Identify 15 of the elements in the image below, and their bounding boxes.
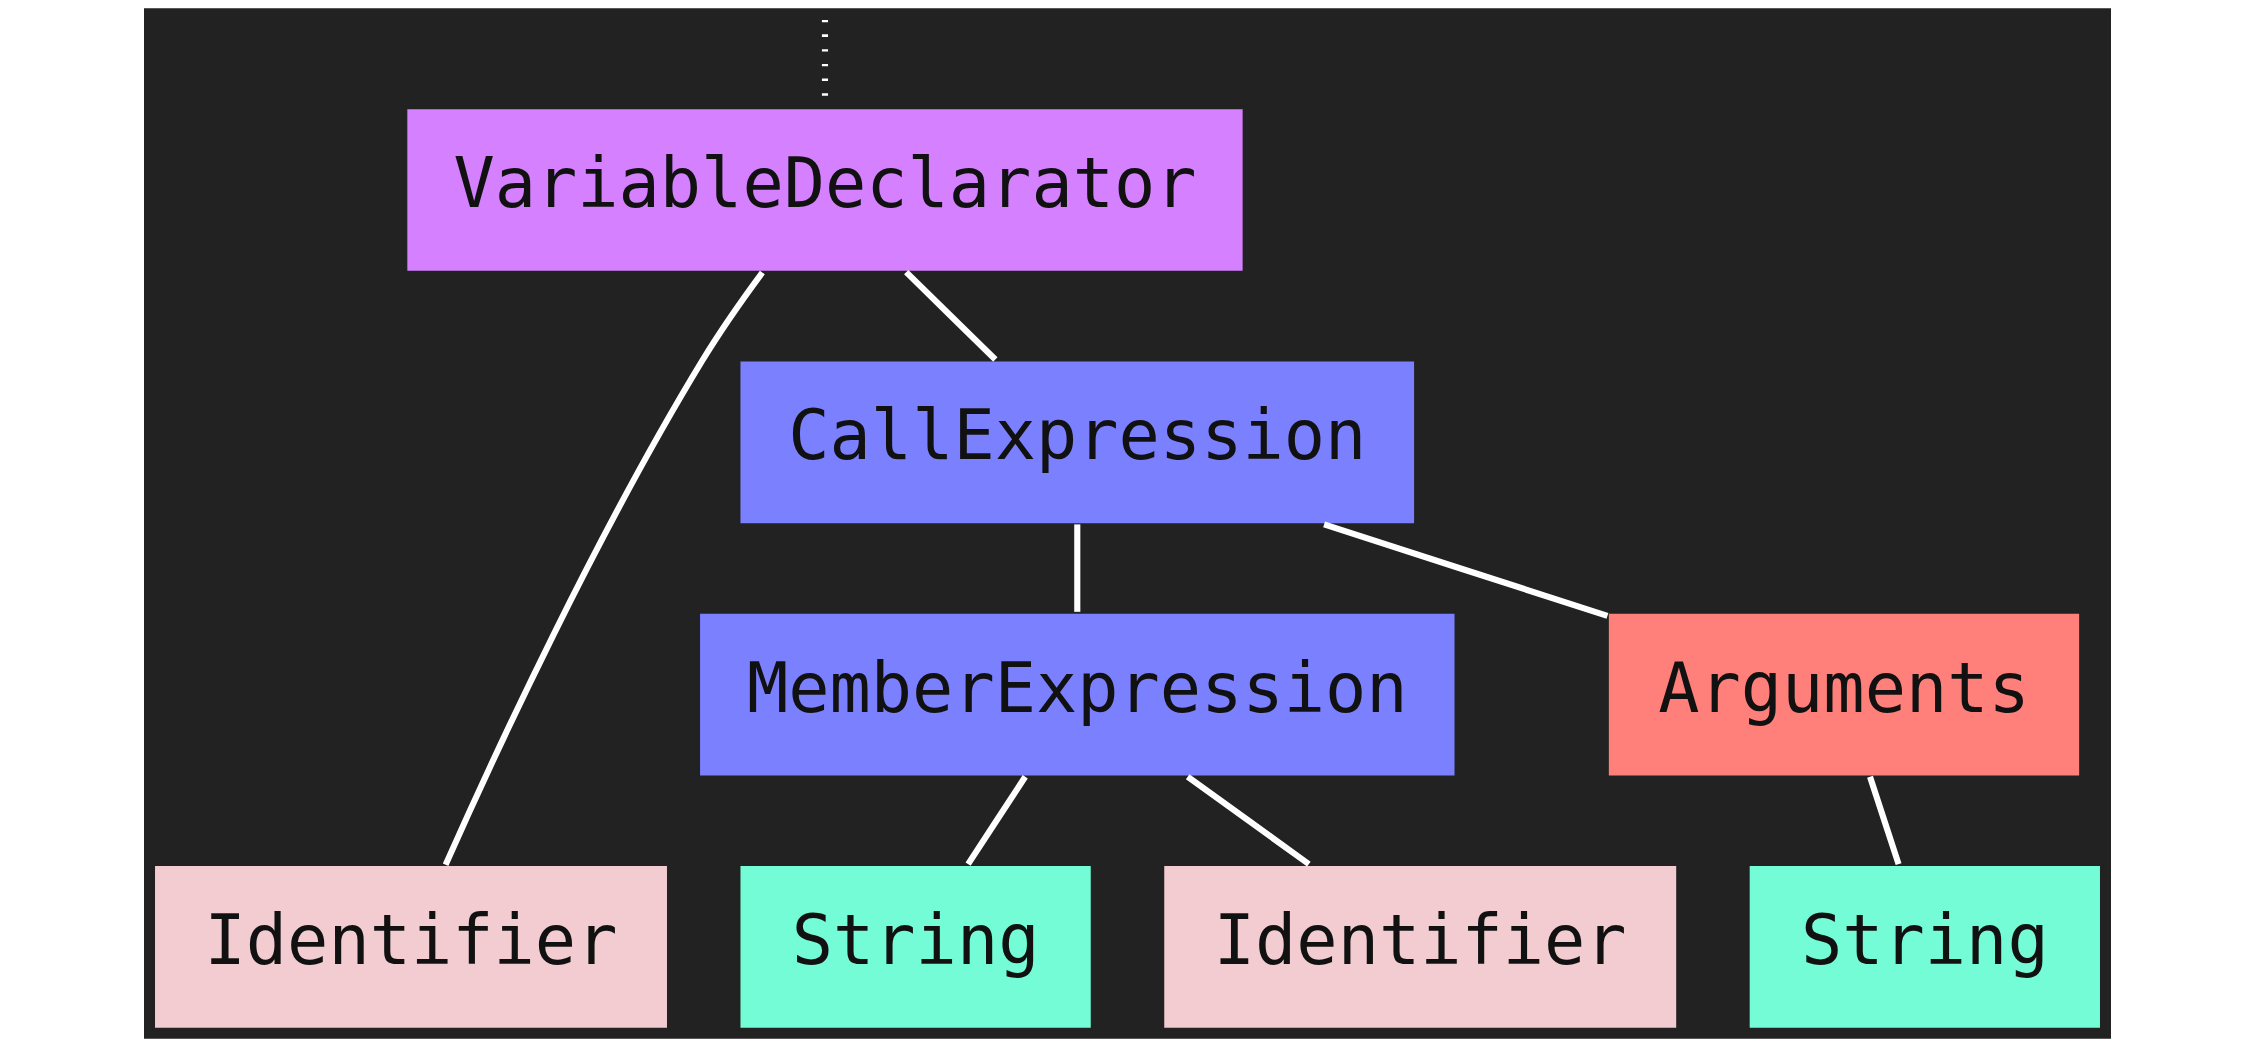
node-box: CallExpression <box>738 359 1417 526</box>
connector <box>442 270 765 866</box>
node-box: MemberExpression <box>697 611 1457 778</box>
connector <box>1074 524 1081 612</box>
connector <box>904 269 998 362</box>
connector <box>1867 775 1902 866</box>
connector <box>1323 521 1609 619</box>
node-box: Identifier <box>1161 863 1679 1031</box>
node-box: Arguments <box>1606 611 2082 778</box>
connector <box>1185 774 1311 867</box>
node-box: String <box>1747 863 2103 1031</box>
node-box: VariableDeclarator <box>404 106 1246 274</box>
node-box: String <box>738 863 1094 1031</box>
connector <box>965 775 1028 866</box>
node-box: Identifier <box>152 863 670 1031</box>
